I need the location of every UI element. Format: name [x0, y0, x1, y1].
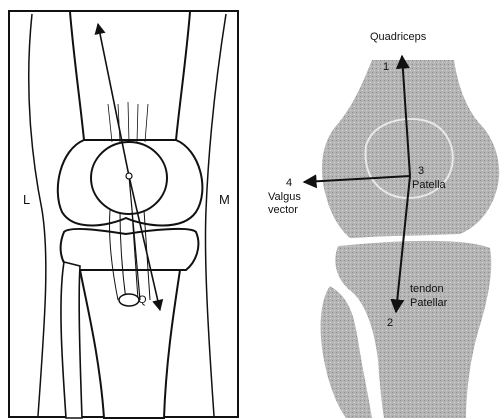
label-L: L [23, 192, 30, 207]
label-num-1: 1 [383, 61, 389, 73]
label-vector: vector [268, 204, 298, 216]
label-patellar: Patellar [410, 297, 448, 309]
label-quadriceps: Quadriceps [370, 31, 427, 43]
tibial-plateau [61, 229, 199, 270]
femur-silhouette [322, 60, 499, 238]
right-figure: Quadriceps 1 3 Patella 4 Valgus vector t… [268, 31, 499, 418]
tibial-tuberosity [119, 294, 139, 306]
fibula [61, 262, 82, 418]
label-num-2: 2 [387, 317, 393, 329]
label-M: M [219, 192, 230, 207]
label-patella: Patella [412, 179, 447, 191]
label-num-3: 3 [418, 165, 424, 177]
left-figure: L M Q [9, 11, 238, 418]
femur-shaft [70, 12, 190, 140]
label-valgus: Valgus [268, 191, 301, 203]
label-Q-angle: Q [138, 294, 147, 306]
patella-center-point [126, 173, 132, 179]
label-tendon: tendon [410, 283, 444, 295]
label-num-4: 4 [286, 177, 292, 189]
